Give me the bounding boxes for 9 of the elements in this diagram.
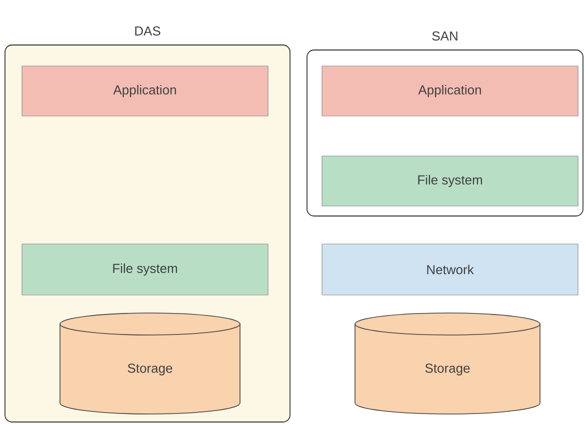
layer-box: Network: [322, 244, 578, 296]
layer-box: Application: [322, 66, 578, 116]
layer-box: Application: [22, 66, 268, 116]
storage-cylinder: Storage: [354, 312, 540, 414]
layer-box: File system: [322, 156, 578, 206]
layer-box: File system: [22, 244, 268, 296]
storage-cylinder: Storage: [60, 312, 240, 414]
stack-heading: SAN: [432, 31, 458, 41]
stack-heading: DAS: [135, 26, 160, 36]
